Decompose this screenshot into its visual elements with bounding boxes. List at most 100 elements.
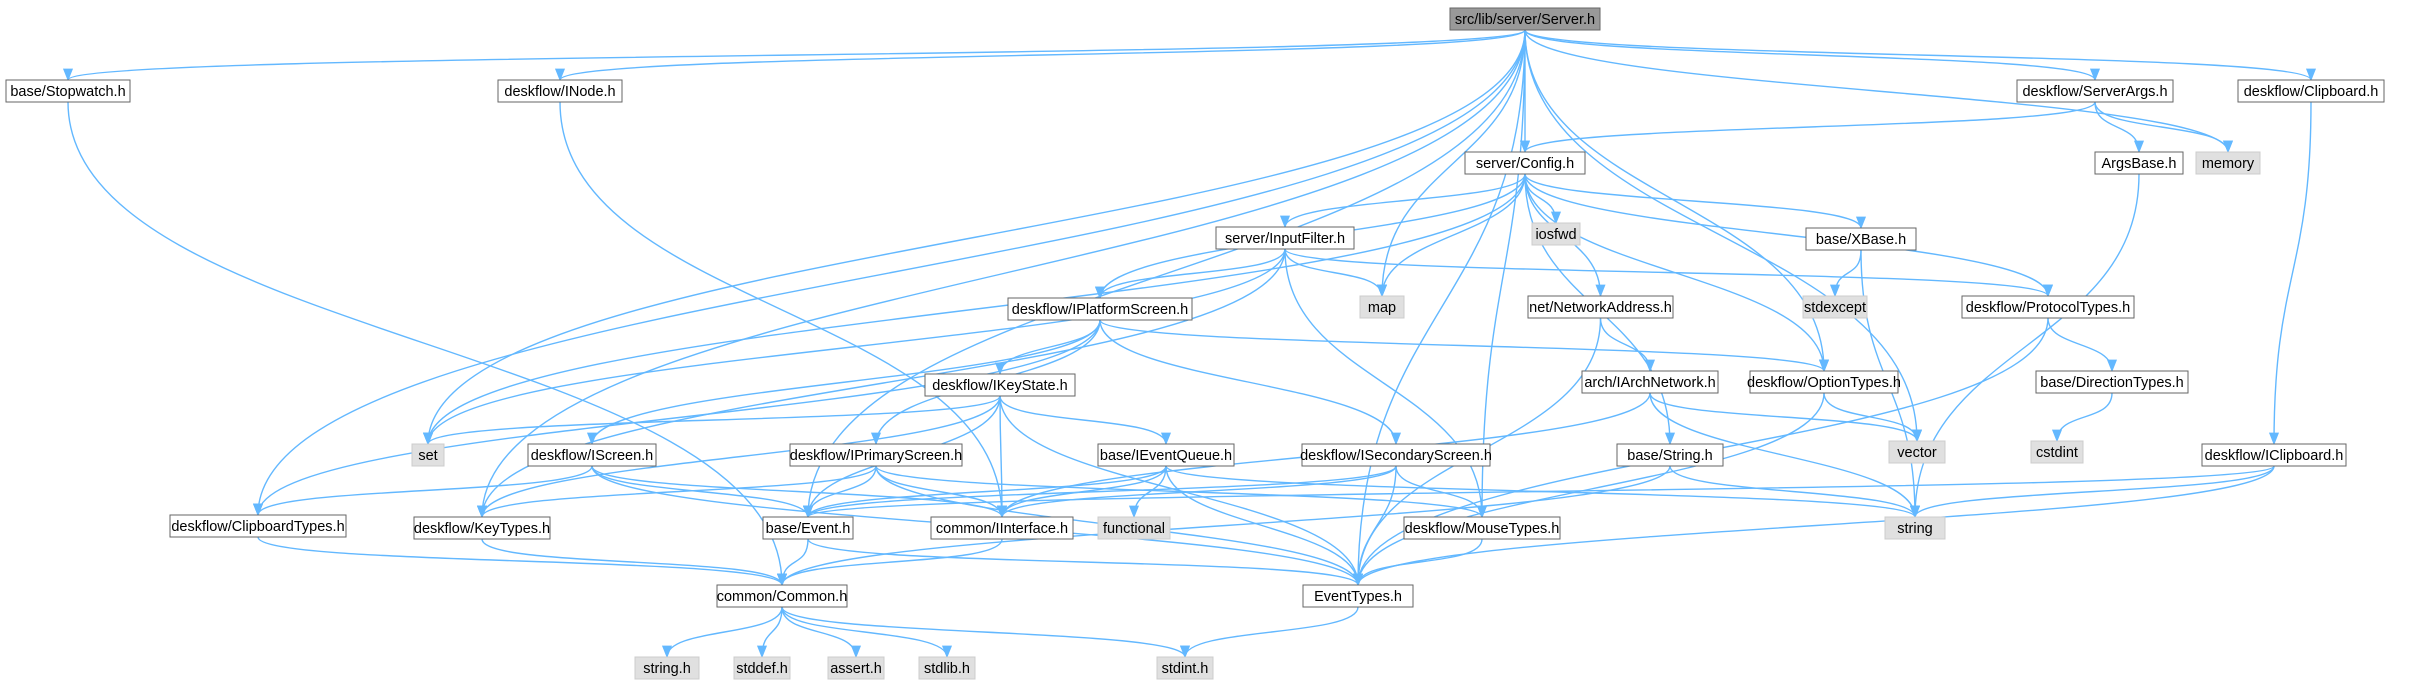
edge-iarchnet-to-vector xyxy=(1649,392,1922,443)
node-ikeystate[interactable]: deskflow/IKeyState.h xyxy=(924,373,1076,397)
node-ieventqueue[interactable]: base/IEventQueue.h xyxy=(1097,443,1235,467)
edge-common-to-stdlib xyxy=(781,606,952,659)
edges-layer xyxy=(63,29,2316,659)
node-keytypes[interactable]: deskflow/KeyTypes.h xyxy=(413,516,551,540)
edge-ieventqueue-to-eventtypes xyxy=(1165,465,1364,587)
node-label-set: set xyxy=(418,448,437,464)
node-xbase[interactable]: base/XBase.h xyxy=(1805,227,1917,251)
edge-ikeystate-to-set xyxy=(423,395,1001,446)
node-label-stddef: stddef.h xyxy=(736,661,788,677)
node-box-stringh xyxy=(634,656,700,680)
node-label-vector: vector xyxy=(1897,445,1937,461)
node-label-iosfwd: iosfwd xyxy=(1535,227,1576,243)
edge-isecondary-to-event xyxy=(803,465,1397,519)
edge-argsbase-to-string xyxy=(1909,173,2140,519)
node-label-inode: deskflow/INode.h xyxy=(504,84,615,100)
node-label-clipboard: deskflow/Clipboard.h xyxy=(2244,84,2379,100)
node-inode[interactable]: deskflow/INode.h xyxy=(497,79,623,103)
node-inputfilter[interactable]: server/InputFilter.h xyxy=(1215,226,1355,250)
node-iclipboard[interactable]: deskflow/IClipboard.h xyxy=(2201,443,2347,467)
edge-config-to-protocoltypes xyxy=(1524,173,2053,298)
edge-eventtypes-to-stdint xyxy=(1180,606,1359,659)
node-eventtypes[interactable]: EventTypes.h xyxy=(1302,584,1414,608)
node-box-event xyxy=(762,516,854,540)
node-clipboardtypes[interactable]: deskflow/ClipboardTypes.h xyxy=(169,514,347,538)
node-netaddr[interactable]: net/NetworkAddress.h xyxy=(1527,295,1674,319)
node-box-string xyxy=(1884,516,1946,540)
node-clipboard[interactable]: deskflow/Clipboard.h xyxy=(2237,79,2385,103)
node-stringh: string.h xyxy=(634,656,700,680)
node-iinterface[interactable]: common/IInterface.h xyxy=(930,516,1074,540)
node-box-stdint xyxy=(1156,656,1214,680)
node-label-keytypes: deskflow/KeyTypes.h xyxy=(414,521,550,537)
node-iosfwd: iosfwd xyxy=(1531,222,1581,246)
node-serverargs[interactable]: deskflow/ServerArgs.h xyxy=(2016,79,2174,103)
node-iplatformscreen[interactable]: deskflow/IPlatformScreen.h xyxy=(1007,297,1193,321)
edge-server_h-to-memory xyxy=(1524,29,2233,154)
node-label-iscreen: deskflow/IScreen.h xyxy=(531,448,654,464)
node-box-config xyxy=(1464,151,1586,175)
node-box-stdlib xyxy=(918,656,976,680)
node-directiontypes[interactable]: base/DirectionTypes.h xyxy=(2035,370,2189,394)
node-iprimary[interactable]: deskflow/IPrimaryScreen.h xyxy=(789,443,963,467)
edge-inputfilter-to-iplatformscreen xyxy=(1095,248,1286,300)
node-box-stopwatch xyxy=(5,79,131,103)
node-box-optiontypes xyxy=(1749,370,1899,394)
node-box-common xyxy=(716,584,848,608)
edge-optiontypes-to-eventtypes xyxy=(1353,392,1825,587)
node-optiontypes[interactable]: deskflow/OptionTypes.h xyxy=(1747,370,1901,394)
node-mousetypes[interactable]: deskflow/MouseTypes.h xyxy=(1403,516,1561,540)
edge-iplatformscreen-to-clipboardtypes xyxy=(253,319,1101,517)
edge-server_h-to-eventtypes xyxy=(1352,29,1526,587)
node-box-assert xyxy=(827,656,885,680)
node-config[interactable]: server/Config.h xyxy=(1464,151,1586,175)
edge-serverargs-to-config xyxy=(1520,101,2096,154)
node-protocoltypes[interactable]: deskflow/ProtocolTypes.h xyxy=(1961,295,2135,319)
node-server_h[interactable]: src/lib/server/Server.h xyxy=(1449,7,1601,31)
node-common[interactable]: common/Common.h xyxy=(716,584,848,608)
edge-iprimary-to-mousetypes xyxy=(875,465,1487,519)
edge-config-to-set xyxy=(423,173,1526,446)
edge-server_h-to-mousetypes xyxy=(1476,29,1526,519)
node-stopwatch[interactable]: base/Stopwatch.h xyxy=(5,79,131,103)
edge-clipboardtypes-to-common xyxy=(257,536,787,587)
node-box-clipboard xyxy=(2237,79,2385,103)
node-isecondary[interactable]: deskflow/ISecondaryScreen.h xyxy=(1300,443,1492,467)
node-label-server_h: src/lib/server/Server.h xyxy=(1455,12,1595,28)
node-label-iarchnet: arch/IArchNetwork.h xyxy=(1584,375,1715,391)
node-label-iplatformscreen: deskflow/IPlatformScreen.h xyxy=(1012,302,1189,318)
node-box-directiontypes xyxy=(2035,370,2189,394)
edge-isecondary-to-iinterface xyxy=(997,465,1397,519)
node-iscreen[interactable]: deskflow/IScreen.h xyxy=(527,443,657,467)
node-label-netaddr: net/NetworkAddress.h xyxy=(1529,300,1672,316)
node-box-netaddr xyxy=(1527,295,1674,319)
node-box-xbase xyxy=(1805,227,1917,251)
node-event[interactable]: base/Event.h xyxy=(762,516,854,540)
edge-config-to-inputfilter xyxy=(1280,173,1526,229)
edge-isecondary-to-eventtypes xyxy=(1352,465,1397,587)
edge-basestring-to-string xyxy=(1669,465,1920,519)
edge-common-to-stringh xyxy=(662,606,783,659)
edge-iprimary-to-keytypes xyxy=(477,465,877,519)
node-argsbase[interactable]: ArgsBase.h xyxy=(2094,151,2184,175)
node-label-cstdint: cstdint xyxy=(2036,445,2078,461)
edge-server_h-to-optiontypes xyxy=(1524,29,1830,373)
node-label-stdexcept: stdexcept xyxy=(1804,300,1866,316)
edge-directiontypes-to-cstdint xyxy=(2051,392,2113,443)
node-label-ieventqueue: base/IEventQueue.h xyxy=(1100,448,1232,464)
node-box-isecondary xyxy=(1301,443,1491,467)
node-box-ikeystate xyxy=(924,373,1076,397)
edge-protocoltypes-to-directiontypes xyxy=(2047,317,2118,373)
node-stdexcept: stdexcept xyxy=(1802,295,1868,319)
node-box-iclipboard xyxy=(2201,443,2347,467)
edge-optiontypes-to-vector xyxy=(1823,392,1923,443)
node-label-ikeystate: deskflow/IKeyState.h xyxy=(932,378,1067,394)
node-label-stdlib: stdlib.h xyxy=(924,661,970,677)
node-basestring[interactable]: base/String.h xyxy=(1616,443,1724,467)
node-label-inputfilter: server/InputFilter.h xyxy=(1225,231,1345,247)
edge-server_h-to-event xyxy=(802,29,1526,519)
node-box-protocoltypes xyxy=(1961,295,2135,319)
node-box-mousetypes xyxy=(1403,516,1561,540)
node-box-iprimary xyxy=(789,443,963,467)
node-iarchnet[interactable]: arch/IArchNetwork.h xyxy=(1581,370,1719,394)
